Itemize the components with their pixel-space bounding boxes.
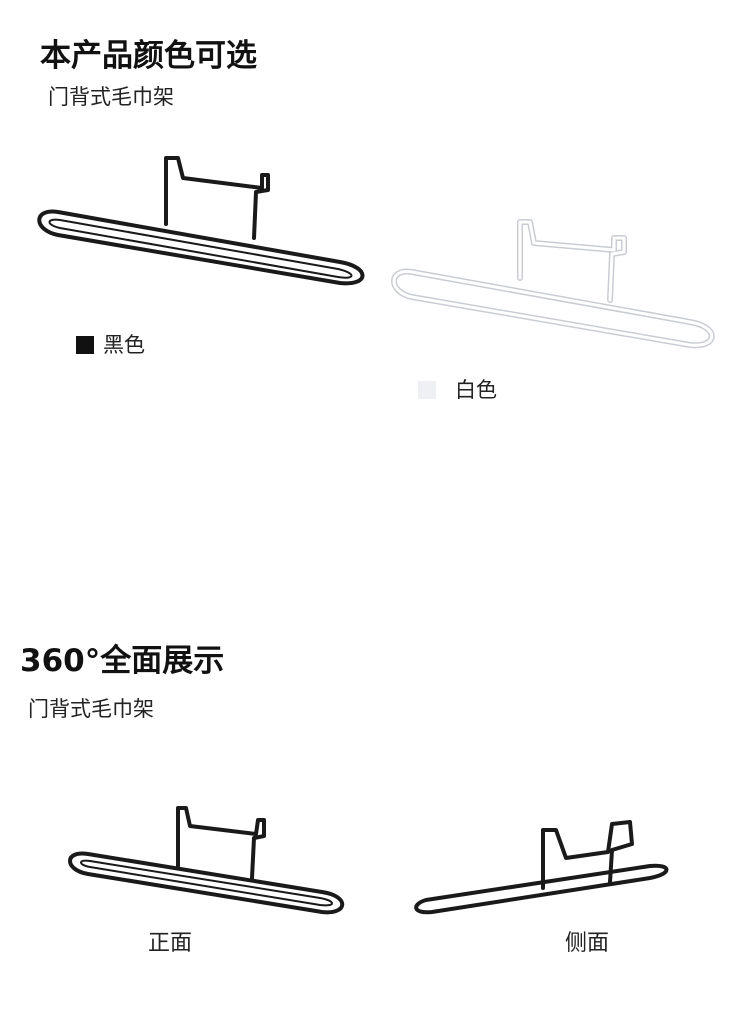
section-views-title: 360°全面展示 — [20, 643, 225, 679]
section-views-subtitle: 门背式毛巾架 — [28, 697, 154, 721]
swatch-white[interactable] — [418, 381, 436, 399]
section-colors-title: 本产品颜色可选 — [40, 38, 257, 74]
swatch-black-label: 黑色 — [103, 333, 145, 357]
swatch-black[interactable] — [76, 336, 94, 354]
swatch-white-label: 白色 — [455, 378, 497, 402]
section-colors-subtitle: 门背式毛巾架 — [48, 85, 174, 109]
front-view-label: 正面 — [148, 931, 193, 956]
side-view-label: 侧面 — [565, 931, 610, 956]
